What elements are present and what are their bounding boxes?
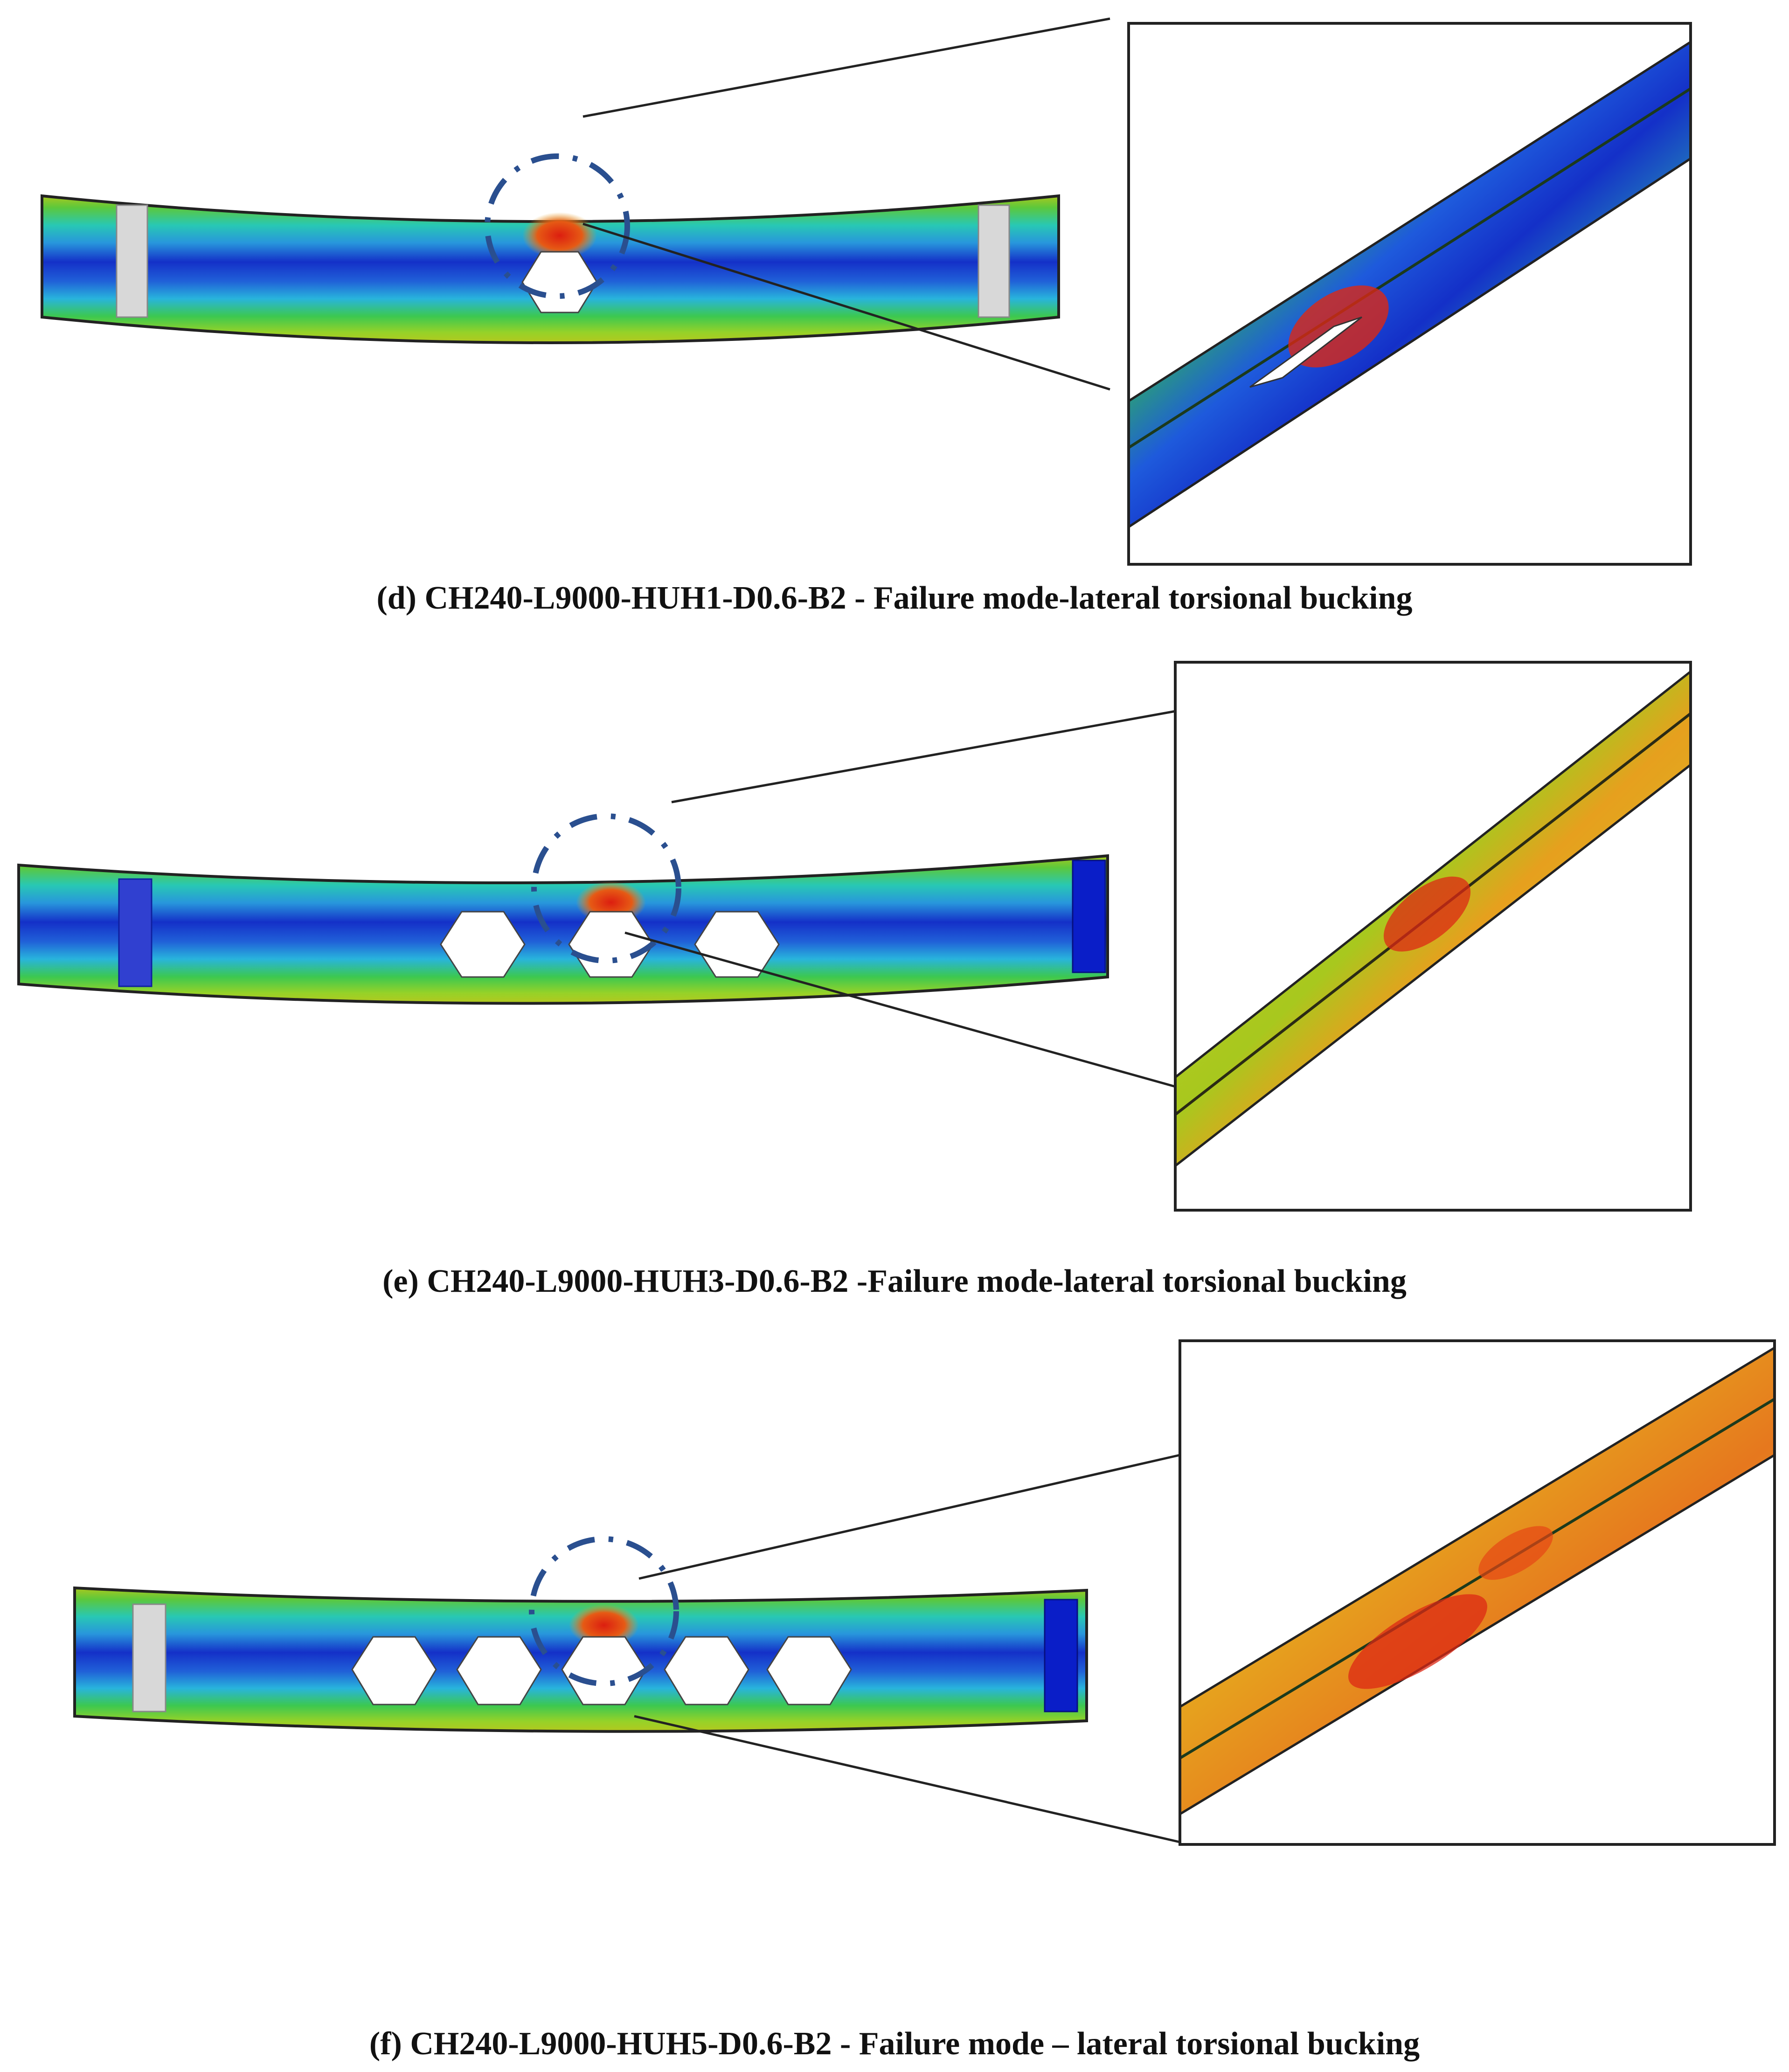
leader-line-e-top (671, 710, 1176, 804)
end-plate-right-f (1044, 1599, 1078, 1712)
zoom-frame-e (1174, 661, 1692, 1212)
caption-f: (f) CH240-L9000-HUH5-D0.6-B2 - Failure m… (369, 2026, 1420, 2062)
zoom-marker-circle-d (485, 153, 630, 299)
zoom-frame-d (1127, 22, 1692, 566)
hex-opening (456, 1636, 542, 1705)
stiffener-plate-right (978, 204, 1010, 318)
leader-line-f-top (638, 1454, 1180, 1580)
hex-opening (440, 911, 526, 978)
leader-line-d-top (582, 17, 1110, 118)
leader-line-f-bottom (634, 1715, 1180, 1843)
zoom-frame-f (1179, 1339, 1776, 1846)
hotspot-f (569, 1604, 639, 1646)
beam-e (17, 854, 1109, 1005)
caption-d: (d) CH240-L9000-HUH1-D0.6-B2 - Failure m… (376, 580, 1412, 616)
hex-opening (694, 911, 780, 978)
hex-opening (351, 1636, 437, 1705)
panel-f: (f) CH240-L9000-HUH5-D0.6-B2 - Failure m… (73, 1339, 1776, 2062)
stiffener-plate-left-f (132, 1603, 166, 1712)
hex-opening (664, 1636, 749, 1705)
stiffener-plate-left (116, 204, 148, 318)
caption-e: (e) CH240-L9000-HUH3-D0.6-B2 -Failure mo… (382, 1263, 1407, 1299)
hex-openings-f (351, 1636, 852, 1705)
zoom-marker-circle-f (529, 1536, 679, 1686)
zoom-detail-d (1127, 22, 1692, 566)
leader-line-e-bottom (624, 931, 1176, 1088)
panel-d: (d) CH240-L9000-HUH1-D0.6-B2 - Failure m… (41, 17, 1692, 616)
zoom-detail-f (1179, 1339, 1776, 1846)
stiffener-plate-left-e (118, 878, 153, 987)
end-plate-right-e (1072, 859, 1106, 973)
hex-openings-e (440, 911, 780, 978)
hex-opening (766, 1636, 852, 1705)
hotspot-d (522, 212, 597, 259)
leader-line-d-bottom (582, 222, 1110, 391)
zoom-detail-e (1174, 661, 1692, 1212)
panel-e: (e) CH240-L9000-HUH3-D0.6-B2 -Failure mo… (17, 661, 1692, 1299)
zoom-marker-circle-e (531, 813, 681, 963)
